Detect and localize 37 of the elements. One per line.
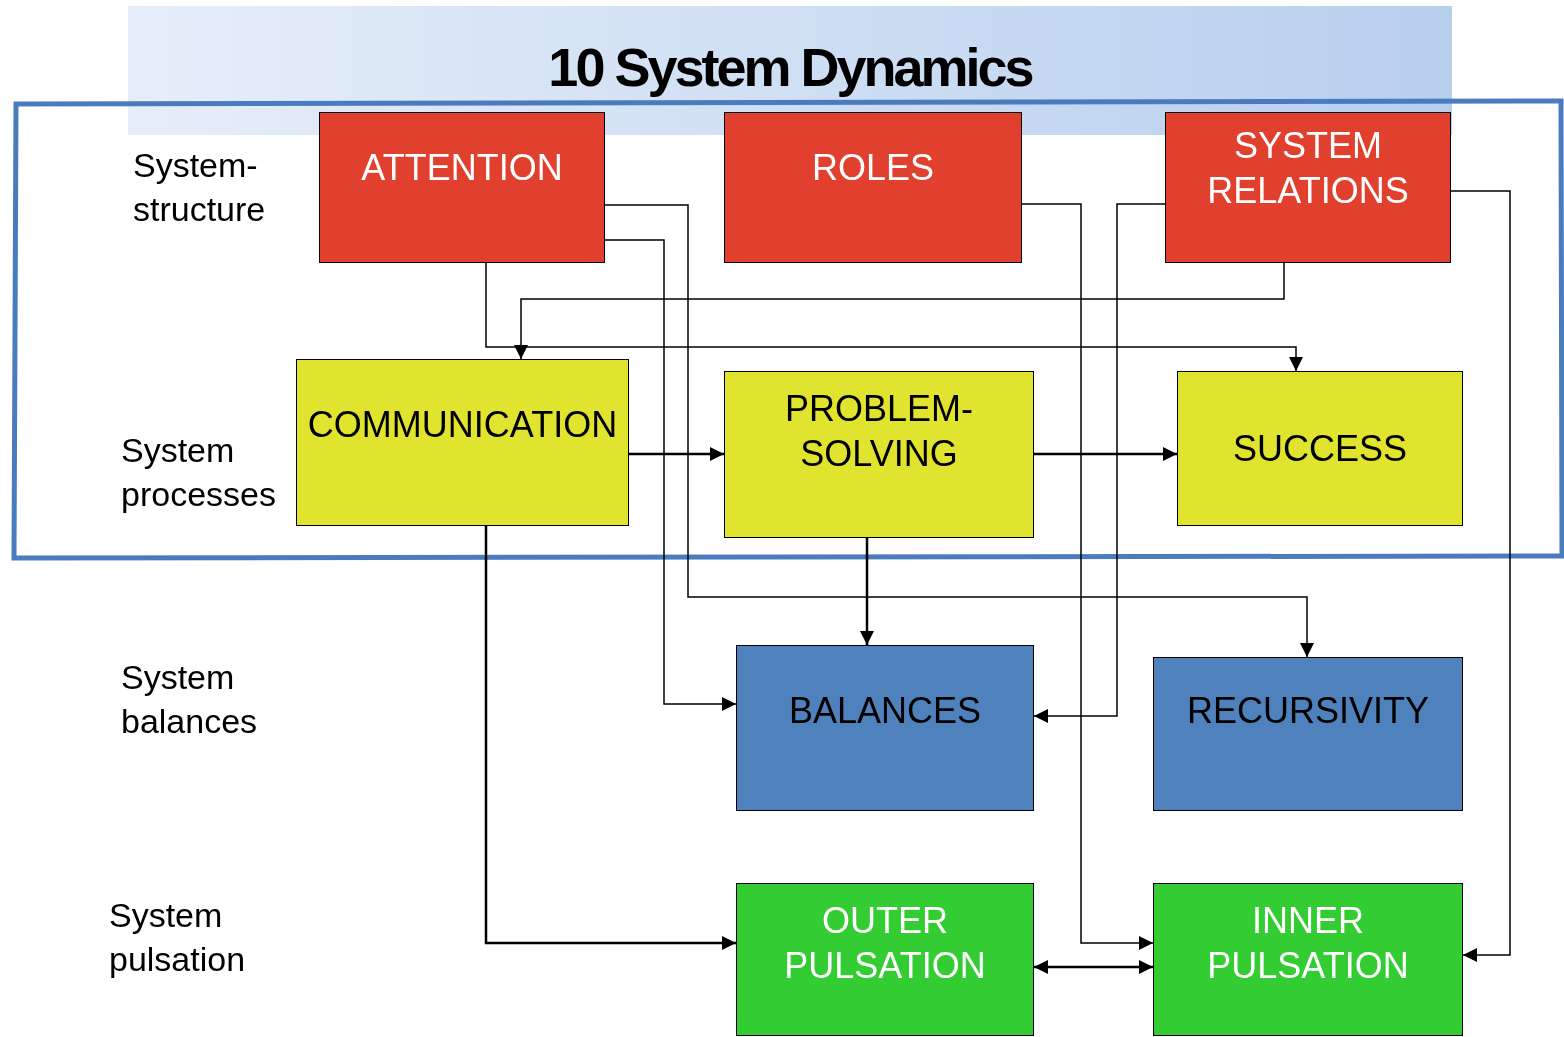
arrow bbox=[860, 538, 874, 645]
box-label: ATTENTION bbox=[361, 146, 563, 190]
box-label: OUTER PULSATION bbox=[783, 899, 987, 988]
process-box bbox=[1153, 657, 1463, 811]
row-label: System-structure bbox=[133, 145, 267, 230]
process-box bbox=[736, 645, 1034, 811]
box-label: SYSTEM RELATIONS bbox=[1206, 124, 1410, 213]
box-label: ROLES bbox=[811, 146, 934, 190]
arrow bbox=[1033, 203, 1166, 723]
arrow bbox=[1034, 960, 1153, 974]
diagram-title: 10 System Dynamics bbox=[548, 37, 1032, 97]
box-label: INNER PULSATION bbox=[1206, 899, 1410, 988]
arrow bbox=[1034, 447, 1177, 461]
arrow bbox=[514, 262, 1285, 360]
row-label: System balances bbox=[121, 657, 259, 742]
arrow bbox=[604, 239, 737, 711]
arrow bbox=[604, 204, 1314, 658]
box-label: PROBLEM- SOLVING bbox=[783, 387, 974, 476]
box-label: BALANCES bbox=[788, 689, 982, 733]
box-label: SUCCESS bbox=[1232, 427, 1407, 471]
row-label: System processes bbox=[121, 430, 277, 515]
process-box bbox=[296, 359, 629, 526]
process-box bbox=[724, 371, 1034, 538]
process-box bbox=[1177, 371, 1463, 526]
process-box bbox=[736, 883, 1034, 1036]
box-label: RECURSIVITY bbox=[1186, 689, 1429, 733]
arrow bbox=[629, 447, 724, 461]
process-box bbox=[1153, 883, 1463, 1036]
process-box bbox=[724, 112, 1022, 263]
arrow bbox=[484, 526, 736, 950]
arrow bbox=[1450, 190, 1511, 962]
arrow bbox=[485, 262, 1303, 372]
arrow bbox=[1021, 203, 1154, 950]
process-box bbox=[1165, 112, 1451, 263]
box-label: COMMUNICATION bbox=[307, 403, 618, 447]
row-label: System pulsation bbox=[109, 895, 247, 980]
process-box bbox=[319, 112, 605, 263]
